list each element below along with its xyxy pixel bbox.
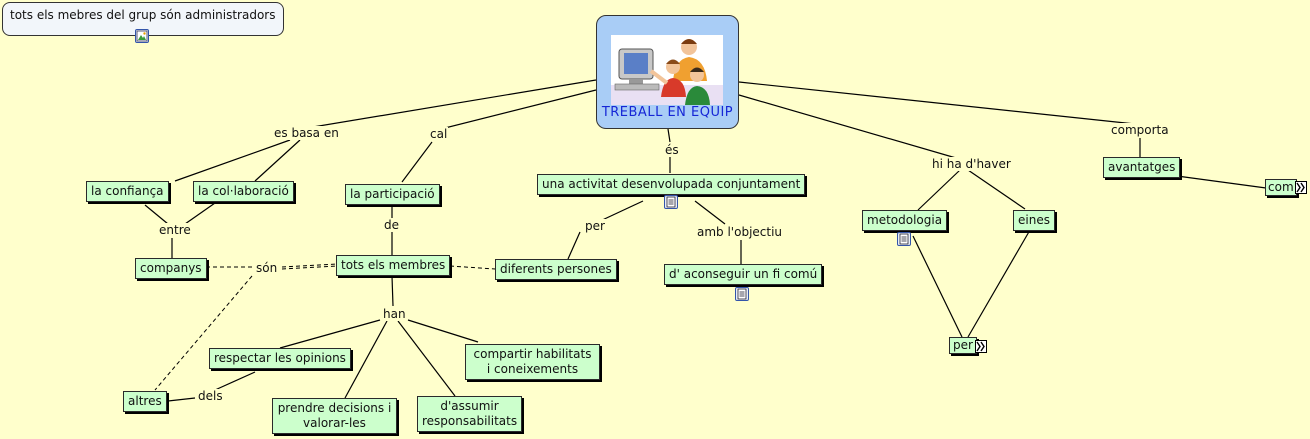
label-entre: entre (158, 223, 192, 237)
node-label: respectar les opinions (214, 351, 346, 365)
node-per[interactable]: per (949, 337, 977, 354)
label-amb-lobjectiu: amb l'objectiu (696, 225, 784, 239)
node-label: per (953, 338, 973, 352)
node-una-activitat[interactable]: una activitat desenvolupada conjuntament (537, 174, 806, 195)
node-la-colaboracio[interactable]: la col·laboració (193, 181, 294, 202)
node-metodologia[interactable]: metodologia (862, 210, 948, 231)
note-text: tots els mebres del grup són administrad… (10, 8, 276, 22)
node-label: la confiança (91, 184, 164, 198)
node-respectar-les-opinions[interactable]: respectar les opinions (209, 348, 351, 369)
label-comporta: comporta (1110, 123, 1170, 137)
expand-arrow-icon[interactable] (1295, 181, 1307, 194)
node-diferents-persones[interactable]: diferents persones (495, 259, 617, 280)
label-han: han (382, 307, 407, 321)
note-icon[interactable] (664, 195, 678, 209)
label-es-basa-en: es basa en (273, 126, 340, 140)
node-label: tots els membres (341, 258, 446, 272)
node-label: metodologia (867, 213, 943, 227)
node-fi-comu[interactable]: d' aconseguir un fi comú (664, 264, 823, 285)
label-de: de (383, 218, 400, 232)
node-label: companys (140, 261, 202, 275)
main-topic[interactable]: TREBALL EN EQUIP (596, 15, 739, 129)
main-topic-title: TREBALL EN EQUIP (601, 105, 734, 120)
node-eines[interactable]: eines (1013, 210, 1055, 231)
node-assumir-responsabilitats[interactable]: d'assumir responsabilitats (417, 396, 522, 432)
node-label: d'assumir responsabilitats (422, 399, 518, 428)
node-label: altres (128, 394, 162, 408)
node-la-confianca[interactable]: la confiança (86, 181, 169, 202)
node-label: prendre decisions i valorar-les (277, 401, 392, 430)
node-la-participacio[interactable]: la participació (345, 184, 440, 205)
label-son: són (255, 261, 279, 275)
label-es: és (664, 143, 680, 157)
node-label: diferents persones (500, 262, 612, 276)
node-altres[interactable]: altres (123, 391, 167, 412)
node-avantatges[interactable]: avantatges (1103, 157, 1181, 178)
label-hi-ha-dhaver: hi ha d'haver (931, 157, 1012, 171)
node-label: la participació (350, 187, 435, 201)
node-label: compartir habilitats i coneixements (473, 347, 592, 376)
node-prendre-decisions[interactable]: prendre decisions i valorar-les (272, 398, 397, 434)
node-label: com (1268, 180, 1294, 194)
node-companys[interactable]: companys (135, 258, 207, 279)
note-icon[interactable] (735, 287, 749, 301)
label-cal: cal (429, 127, 449, 141)
node-label: una activitat desenvolupada conjuntament (542, 177, 801, 191)
node-label: eines (1018, 213, 1050, 227)
label-per: per (584, 219, 606, 233)
node-label: la col·laboració (198, 184, 289, 198)
node-compartir-habilitats[interactable]: compartir habilitats i coneixements (465, 344, 600, 380)
label-dels: dels (197, 389, 224, 403)
expand-arrow-icon[interactable] (975, 340, 987, 353)
node-label: d' aconseguir un fi comú (669, 267, 818, 281)
node-label: avantatges (1108, 160, 1176, 174)
node-com[interactable]: com (1265, 179, 1297, 196)
note-icon[interactable] (897, 232, 911, 246)
node-tots-els-membres[interactable]: tots els membres (336, 255, 451, 276)
image-icon[interactable] (135, 29, 149, 43)
people-at-computer-icon (611, 35, 723, 105)
